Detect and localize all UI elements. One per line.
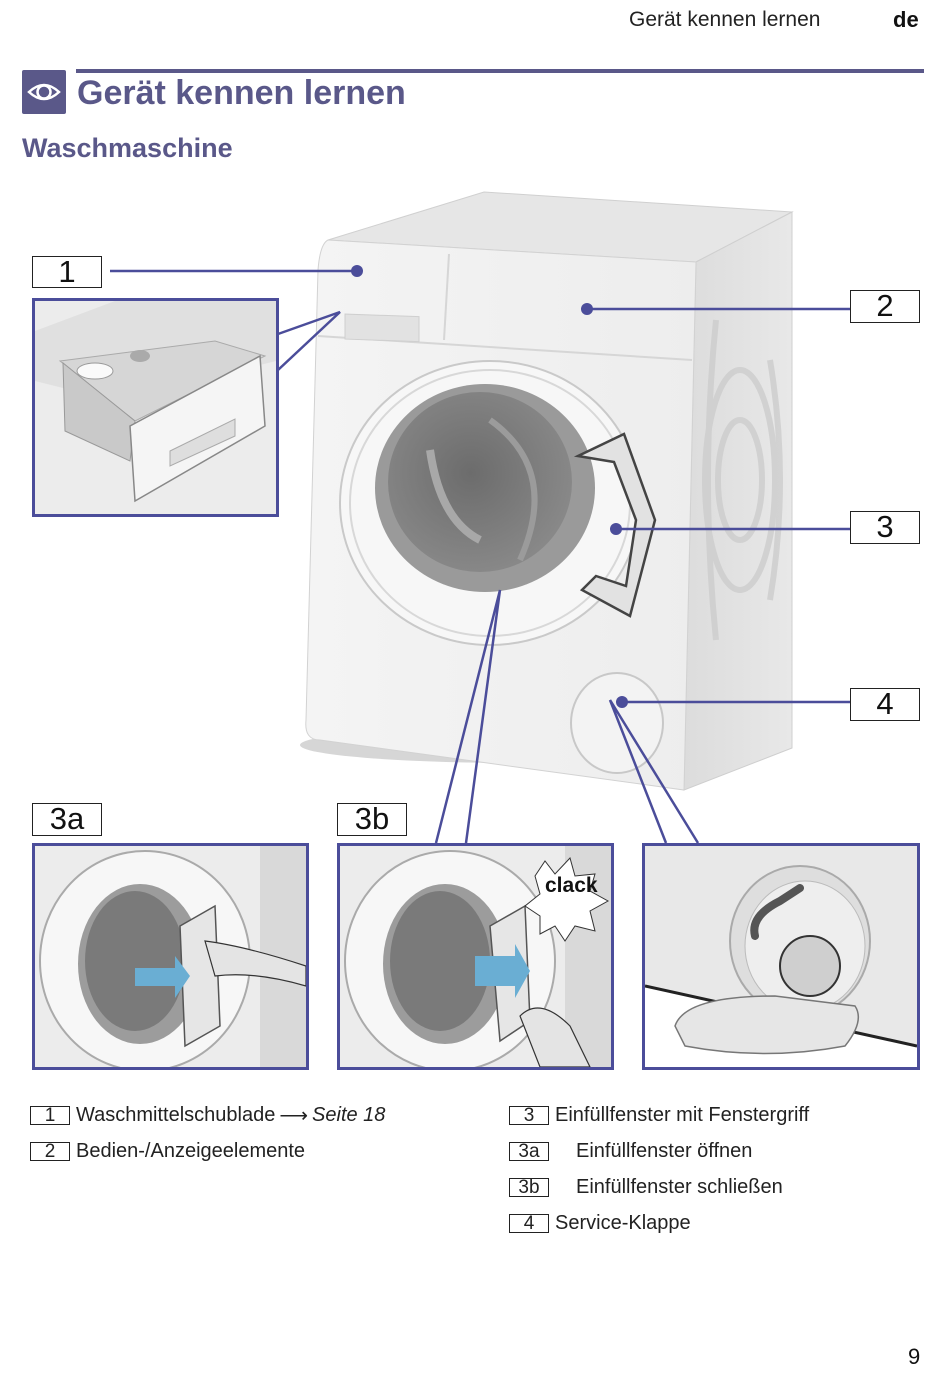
detail-panel-door-close: clack — [337, 843, 614, 1070]
eye-icon — [22, 70, 66, 114]
legend-item-3b: 3b Einfüllfenster schließen — [509, 1175, 809, 1199]
detail-panel-detergent-drawer — [32, 298, 279, 517]
legend-right: 3 Einfüllfenster mit Fenstergriff 3a Ein… — [509, 1103, 809, 1235]
callout-label-4: 4 — [850, 688, 920, 721]
legend-number-box: 2 — [30, 1141, 70, 1161]
legend-item-3: 3 Einfüllfenster mit Fenstergriff — [509, 1103, 809, 1127]
legend-number-box: 3b — [509, 1177, 549, 1197]
legend-item-1: 1 Waschmittelschublade ⟶ Seite 18 — [30, 1103, 385, 1127]
callout-label-3a: 3a — [32, 803, 102, 836]
legend-text: Einfüllfenster öffnen — [576, 1139, 753, 1162]
header-rule — [76, 69, 924, 73]
detail-panel-door-open — [32, 843, 309, 1070]
legend-text: Waschmittelschublade — [76, 1103, 276, 1126]
callout-label-1: 1 — [32, 256, 102, 288]
running-header-title: Gerät kennen lernen — [629, 8, 821, 31]
clack-sound-label: clack — [545, 874, 598, 897]
legend-item-2: 2 Bedien-/Anzeigeelemente — [30, 1139, 385, 1163]
legend-item-3a: 3a Einfüllfenster öffnen — [509, 1139, 809, 1163]
arrow-right-icon: ⟶ — [279, 1104, 309, 1127]
section-subtitle: Waschmaschine — [22, 133, 233, 163]
language-code: de — [893, 7, 919, 32]
callout-label-3: 3 — [850, 511, 920, 544]
legend-number-box: 3a — [509, 1141, 549, 1161]
legend-number-box: 1 — [30, 1105, 70, 1125]
legend-text: Einfüllfenster mit Fenstergriff — [555, 1103, 810, 1126]
legend-item-4: 4 Service-Klappe — [509, 1211, 809, 1235]
page-number: 9 — [908, 1344, 921, 1369]
section-title: Gerät kennen lernen — [77, 74, 406, 112]
legend-text: Bedien-/Anzeigeelemente — [76, 1139, 306, 1162]
legend-left: 1 Waschmittelschublade ⟶ Seite 18 2 Bedi… — [30, 1103, 385, 1163]
washing-machine-illustration — [0, 180, 950, 1080]
detail-panel-service-hatch — [642, 843, 920, 1070]
callout-label-3b: 3b — [337, 803, 407, 836]
legend-number-box: 4 — [509, 1213, 549, 1233]
legend-text: Einfüllfenster schließen — [576, 1175, 783, 1198]
page-reference-link[interactable]: Seite 18 — [312, 1103, 386, 1126]
callout-label-2: 2 — [850, 290, 920, 323]
legend-number-box: 3 — [509, 1105, 549, 1125]
legend-text: Service-Klappe — [555, 1211, 691, 1234]
